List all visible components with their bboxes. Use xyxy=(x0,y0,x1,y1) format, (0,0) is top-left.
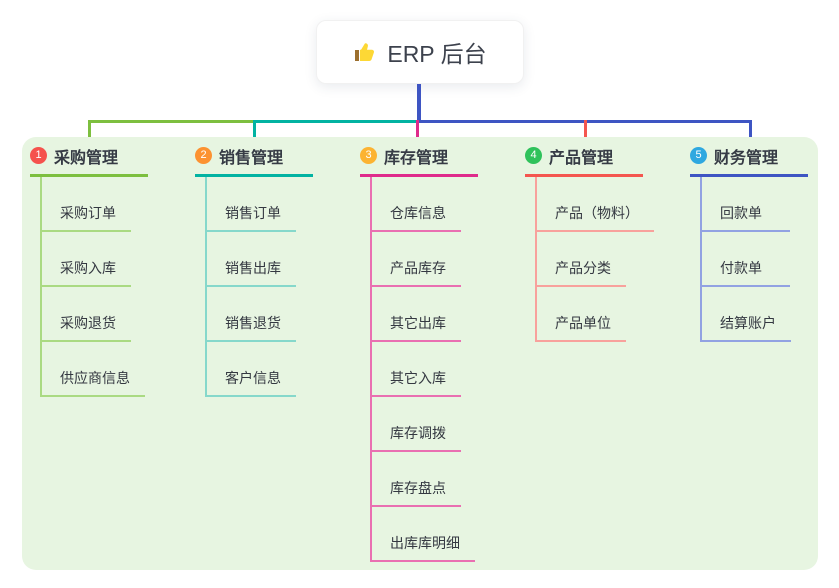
branch-purchase: 1 采购管理 采购订单 采购入库 采购退货 供应商信息 xyxy=(30,144,180,397)
root-node-title: ERP 后台 xyxy=(387,41,487,67)
mindmap-item[interactable]: 采购退货 xyxy=(42,287,131,342)
branch-sales-items: 销售订单 销售出库 销售退货 客户信息 xyxy=(205,177,345,397)
branch2-horizontal-line xyxy=(254,120,417,123)
mindmap-item[interactable]: 其它入库 xyxy=(372,342,461,397)
mindmap-item[interactable]: 结算账户 xyxy=(702,287,791,342)
branch-product: 4 产品管理 产品（物料） 产品分类 产品单位 xyxy=(525,144,675,342)
branch-label: 财务管理 xyxy=(714,149,779,167)
branch-number-badge: 3 xyxy=(360,147,377,164)
branch-number-badge: 2 xyxy=(195,147,212,164)
branch-number-badge: 5 xyxy=(690,147,707,164)
mindmap-item[interactable]: 产品库存 xyxy=(372,232,461,287)
thumbs-up-icon xyxy=(355,43,375,61)
mindmap-item[interactable]: 销售订单 xyxy=(207,177,296,232)
mindmap-item[interactable]: 客户信息 xyxy=(207,342,296,397)
mindmap-item[interactable]: 产品（物料） xyxy=(537,177,654,232)
branch-label: 采购管理 xyxy=(54,149,119,167)
mindmap-item[interactable]: 产品分类 xyxy=(537,232,626,287)
branch-number-badge: 1 xyxy=(30,147,47,164)
branch-inventory: 3 库存管理 仓库信息 产品库存 其它出库 其它入库 库存调拨 库存盘点 出库库… xyxy=(360,144,510,562)
root-node-erp[interactable]: ERP 后台 xyxy=(316,20,524,84)
root-connector-line xyxy=(417,84,421,121)
mindmap-item[interactable]: 销售出库 xyxy=(207,232,296,287)
branch-purchase-header[interactable]: 1 采购管理 xyxy=(30,144,148,177)
branch-label: 销售管理 xyxy=(219,149,284,167)
branch-sales-header[interactable]: 2 销售管理 xyxy=(195,144,313,177)
branch-sales: 2 销售管理 销售订单 销售出库 销售退货 客户信息 xyxy=(195,144,345,397)
branch-product-header[interactable]: 4 产品管理 xyxy=(525,144,643,177)
mindmap-canvas-panel xyxy=(22,137,818,570)
mindmap-item[interactable]: 库存调拨 xyxy=(372,397,461,452)
mindmap-item[interactable]: 仓库信息 xyxy=(372,177,461,232)
mindmap-item[interactable]: 库存盘点 xyxy=(372,452,461,507)
branch-inventory-header[interactable]: 3 库存管理 xyxy=(360,144,478,177)
branch-number-badge: 4 xyxy=(525,147,542,164)
mindmap-item[interactable]: 回款单 xyxy=(702,177,790,232)
branch-finance-items: 回款单 付款单 结算账户 xyxy=(700,177,839,342)
branch-product-items: 产品（物料） 产品分类 产品单位 xyxy=(535,177,675,342)
branch-label: 库存管理 xyxy=(384,149,449,167)
branch-purchase-items: 采购订单 采购入库 采购退货 供应商信息 xyxy=(40,177,180,397)
mindmap-item[interactable]: 付款单 xyxy=(702,232,790,287)
mindmap-item[interactable]: 产品单位 xyxy=(537,287,626,342)
branch-label: 产品管理 xyxy=(549,149,614,167)
branch-finance-header[interactable]: 5 财务管理 xyxy=(690,144,808,177)
branch-inventory-items: 仓库信息 产品库存 其它出库 其它入库 库存调拨 库存盘点 出库库明细 xyxy=(370,177,510,562)
branch1-horizontal-line xyxy=(88,120,254,123)
mindmap-item[interactable]: 采购订单 xyxy=(42,177,131,232)
branch-finance: 5 财务管理 回款单 付款单 结算账户 xyxy=(690,144,839,342)
mindmap-item[interactable]: 供应商信息 xyxy=(42,342,145,397)
mindmap-item[interactable]: 出库库明细 xyxy=(372,507,475,562)
mindmap-item[interactable]: 销售退货 xyxy=(207,287,296,342)
mindmap-item[interactable]: 采购入库 xyxy=(42,232,131,287)
mindmap-item[interactable]: 其它出库 xyxy=(372,287,461,342)
